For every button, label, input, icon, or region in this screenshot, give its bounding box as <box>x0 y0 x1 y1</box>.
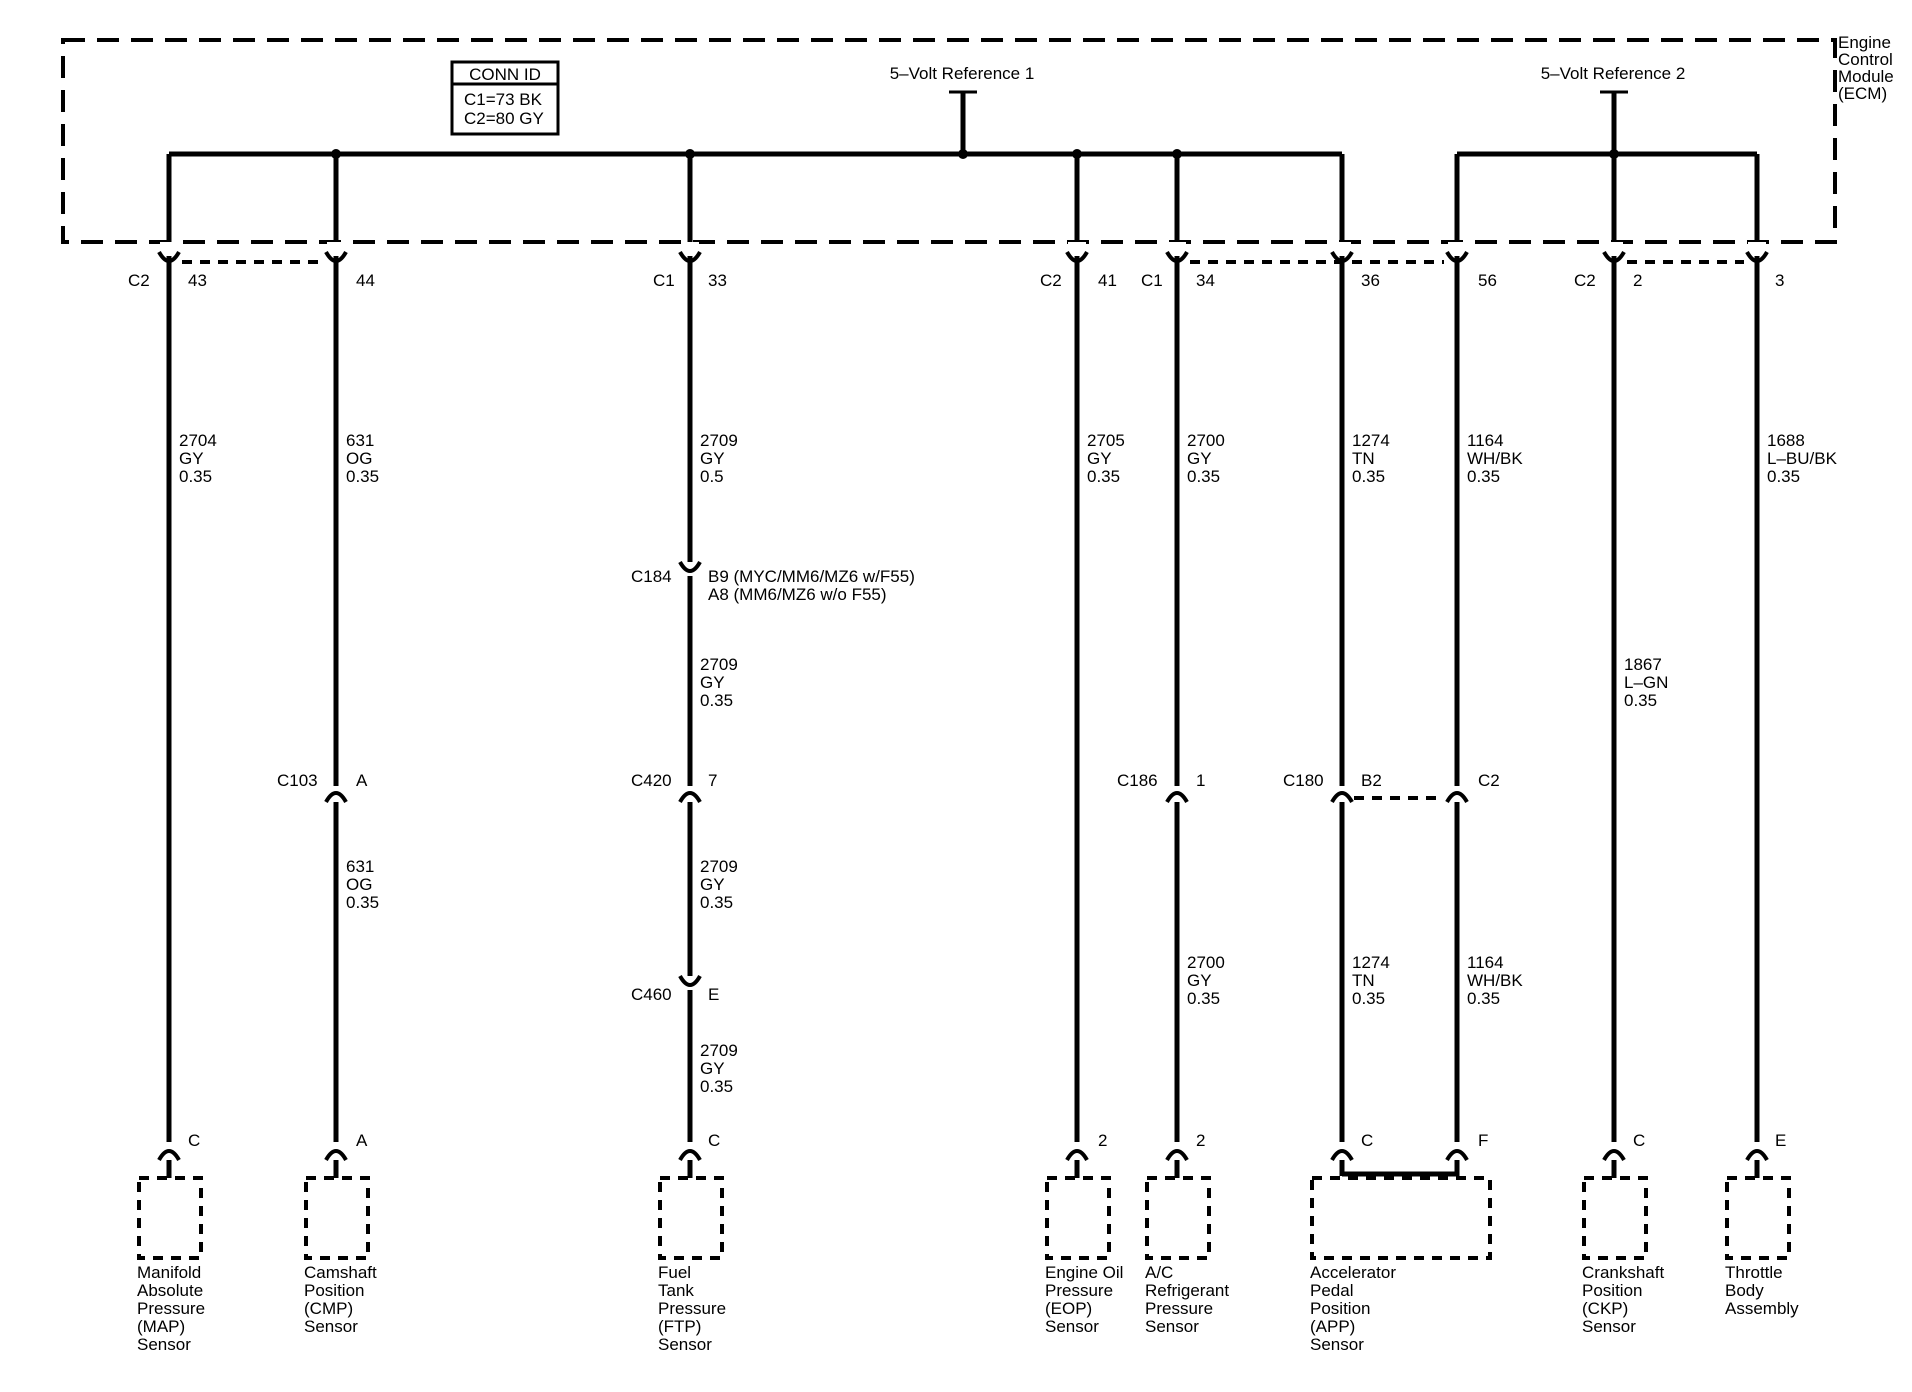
pin-label: 33 <box>708 271 727 290</box>
pin-label: 2 <box>1633 271 1642 290</box>
c184-connector <box>678 546 702 576</box>
ecm-label-line: Engine <box>1838 33 1891 52</box>
connector-label: C420 <box>631 771 672 790</box>
component-boxes <box>137 1160 1791 1260</box>
c184-pin-line: A8 (MM6/MZ6 w/o F55) <box>708 585 887 604</box>
conn-id-line: C1=73 BK <box>464 90 543 109</box>
c180-connector <box>1330 786 1469 818</box>
connector-label: C1 <box>653 271 675 290</box>
ecm-terminals <box>157 242 1769 263</box>
connector-label: C186 <box>1117 771 1158 790</box>
conn-id-box: CONN ID C1=73 BK C2=80 GY <box>450 60 560 136</box>
pin-label: 43 <box>188 271 207 290</box>
ecm-label-line: Module <box>1838 67 1894 86</box>
conn-id-title: CONN ID <box>469 65 541 84</box>
c420-connector <box>678 786 702 818</box>
connector-label: C2 <box>1574 271 1596 290</box>
pin-label: C <box>1633 1131 1645 1150</box>
c186-connector <box>1165 786 1189 818</box>
ecm-boundary <box>61 38 1837 244</box>
pin-label: 56 <box>1478 271 1497 290</box>
pin-label: B2 <box>1361 771 1382 790</box>
ecm-label-line: Control <box>1838 50 1893 69</box>
connector-label: C180 <box>1283 771 1324 790</box>
pin-label: C <box>188 1131 200 1150</box>
pin-label: 3 <box>1775 271 1784 290</box>
pin-label: E <box>708 985 719 1004</box>
pin-label: E <box>1775 1131 1786 1150</box>
pin-label: A <box>356 771 368 790</box>
c184-pin-text: B9 (MYC/MM6/MZ6 w/F55) A8 (MM6/MZ6 w/o F… <box>708 567 920 604</box>
pin-label: 44 <box>356 271 375 290</box>
pin-label: F <box>1478 1131 1488 1150</box>
component-terminals <box>157 1142 1769 1162</box>
pin-label: 2 <box>1098 1131 1107 1150</box>
connector-label: C2 <box>128 271 150 290</box>
pin-label: 34 <box>1196 271 1215 290</box>
pin-label: C2 <box>1478 771 1500 790</box>
pin-label: C <box>708 1131 720 1150</box>
pin-label: 1 <box>1196 771 1205 790</box>
connector-label: C460 <box>631 985 672 1004</box>
ecm-label: Engine Control Module (ECM) <box>1838 33 1899 103</box>
ref1-label: 5–Volt Reference 1 <box>890 64 1035 83</box>
connector-label: C1 <box>1141 271 1163 290</box>
conn-id-line: C2=80 GY <box>464 109 544 128</box>
connector-label: C2 <box>1040 271 1062 290</box>
c184-pin-line: B9 (MYC/MM6/MZ6 w/F55) <box>708 567 915 586</box>
pin-label: 36 <box>1361 271 1380 290</box>
pin-label: A <box>356 1131 368 1150</box>
ref2-label: 5–Volt Reference 2 <box>1541 64 1686 83</box>
ecm-label-line: (ECM) <box>1838 84 1887 103</box>
pin-label: 7 <box>708 771 717 790</box>
connector-label: C184 <box>631 567 672 586</box>
pin-label: 41 <box>1098 271 1117 290</box>
pin-label: 2 <box>1196 1131 1205 1150</box>
c103-connector <box>324 786 348 818</box>
c460-connector <box>678 960 702 990</box>
pin-label: C <box>1361 1131 1373 1150</box>
connector-label: C103 <box>277 771 318 790</box>
